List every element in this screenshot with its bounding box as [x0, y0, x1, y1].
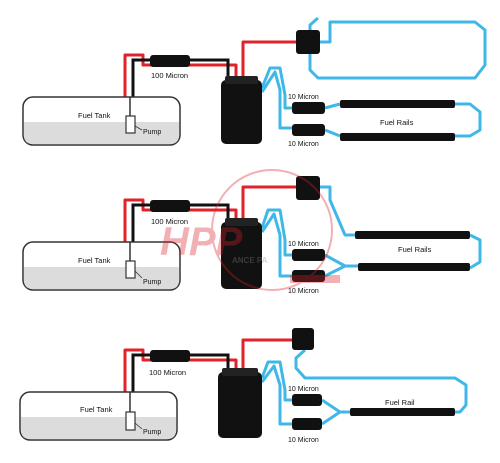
filter-b-label: 10 Micron [288, 437, 319, 444]
prefilter-100-micron [150, 200, 190, 212]
watermark-tagline: ANCE PA [232, 256, 268, 265]
return-line [260, 212, 292, 278]
fuel-rail-a [355, 231, 470, 239]
diagram-2: Fuel Tank Pump 100 Micron 10 Micron 10 M… [22, 176, 482, 295]
tank-label: Fuel Tank [78, 111, 111, 120]
filter-b-label: 10 Micron [288, 288, 319, 295]
filter-10-micron-a [292, 249, 325, 261]
watermark-ring [211, 169, 333, 291]
return-line [260, 208, 292, 257]
filter-10-micron-b [292, 124, 325, 136]
supply-line [241, 40, 296, 80]
surge-tank [218, 372, 262, 438]
pump-body [125, 411, 136, 431]
surge-tank-cap [225, 76, 258, 84]
return-line [324, 253, 358, 268]
prefilter-label: 100 Micron [151, 217, 188, 226]
return-line [321, 410, 341, 426]
pump-body [125, 260, 136, 279]
watermark-logo: HPP ANCE PA [160, 169, 340, 291]
tank-fuel-level [24, 267, 179, 289]
fuel-rail-b [340, 133, 455, 141]
filter-a-label: 10 Micron [288, 94, 319, 101]
filter-10-micron-b [292, 270, 325, 282]
watermark-brand: HPP [160, 220, 243, 264]
prefilter-100-micron [150, 55, 190, 67]
filter-a-label: 10 Micron [288, 241, 319, 248]
surge-tank [221, 222, 262, 289]
feed-line [131, 58, 150, 97]
filter-b-label: 10 Micron [288, 141, 319, 148]
fuel-rail-a [340, 100, 455, 108]
rail-label: Fuel Rails [380, 118, 414, 127]
tank-fuel-level [21, 417, 176, 439]
pump-label: Pump [143, 429, 161, 436]
rail-label: Fuel Rails [398, 245, 432, 254]
filter-a-label: 10 Micron [288, 386, 319, 393]
surge-tank-cap [225, 218, 258, 226]
tank-label: Fuel Tank [78, 256, 111, 265]
return-line [320, 185, 355, 237]
filter-10-micron-a [292, 394, 322, 406]
feed-line [190, 203, 230, 222]
return-line [324, 128, 341, 138]
pump-pointer [134, 270, 143, 279]
diagram-3: Fuel Tank Pump 100 Micron 10 Micron 10 M… [19, 328, 468, 444]
supply-line [123, 53, 238, 97]
prefilter-label: 100 Micron [149, 368, 186, 377]
tank-label: Fuel Tank [80, 405, 113, 414]
feed-line [131, 353, 150, 392]
prefilter-100-micron [150, 350, 190, 362]
return-line [324, 264, 346, 278]
return-line [294, 348, 468, 414]
return-line [469, 233, 482, 270]
pump-label: Pump [143, 129, 161, 136]
return-line [308, 16, 487, 80]
pump-body [125, 115, 136, 134]
tank-fuel-level [24, 122, 179, 144]
filter-10-micron-b [292, 418, 322, 430]
feed-line [131, 203, 150, 242]
return-line [324, 102, 341, 110]
return-line [260, 364, 292, 426]
surge-tank [221, 80, 262, 144]
fuel-pressure-regulator [296, 176, 320, 200]
prefilter-label: 100 Micron [151, 71, 188, 80]
feed-line [190, 353, 230, 372]
diagram-1: Fuel Tank Pump 100 Micron 10 Micron 10 M… [22, 16, 487, 148]
fuel-pressure-regulator [292, 328, 314, 350]
feed-line [190, 58, 230, 80]
watermark-bar [290, 275, 340, 283]
fuel-rail-b [358, 263, 470, 271]
pump-pointer [134, 422, 143, 430]
fuel-pressure-regulator [296, 30, 320, 54]
return-line [260, 360, 292, 402]
surge-tank-cap [222, 368, 258, 376]
fuel-rail [350, 408, 455, 416]
pump-pointer [134, 125, 143, 131]
filter-10-micron-a [292, 102, 325, 114]
return-line [260, 66, 295, 110]
pump-label: Pump [143, 279, 161, 286]
supply-line [241, 185, 296, 222]
rail-label: Fuel Rail [385, 398, 415, 407]
return-line [321, 398, 350, 414]
supply-line [241, 338, 292, 372]
return-line [260, 70, 292, 130]
return-line [455, 102, 482, 138]
